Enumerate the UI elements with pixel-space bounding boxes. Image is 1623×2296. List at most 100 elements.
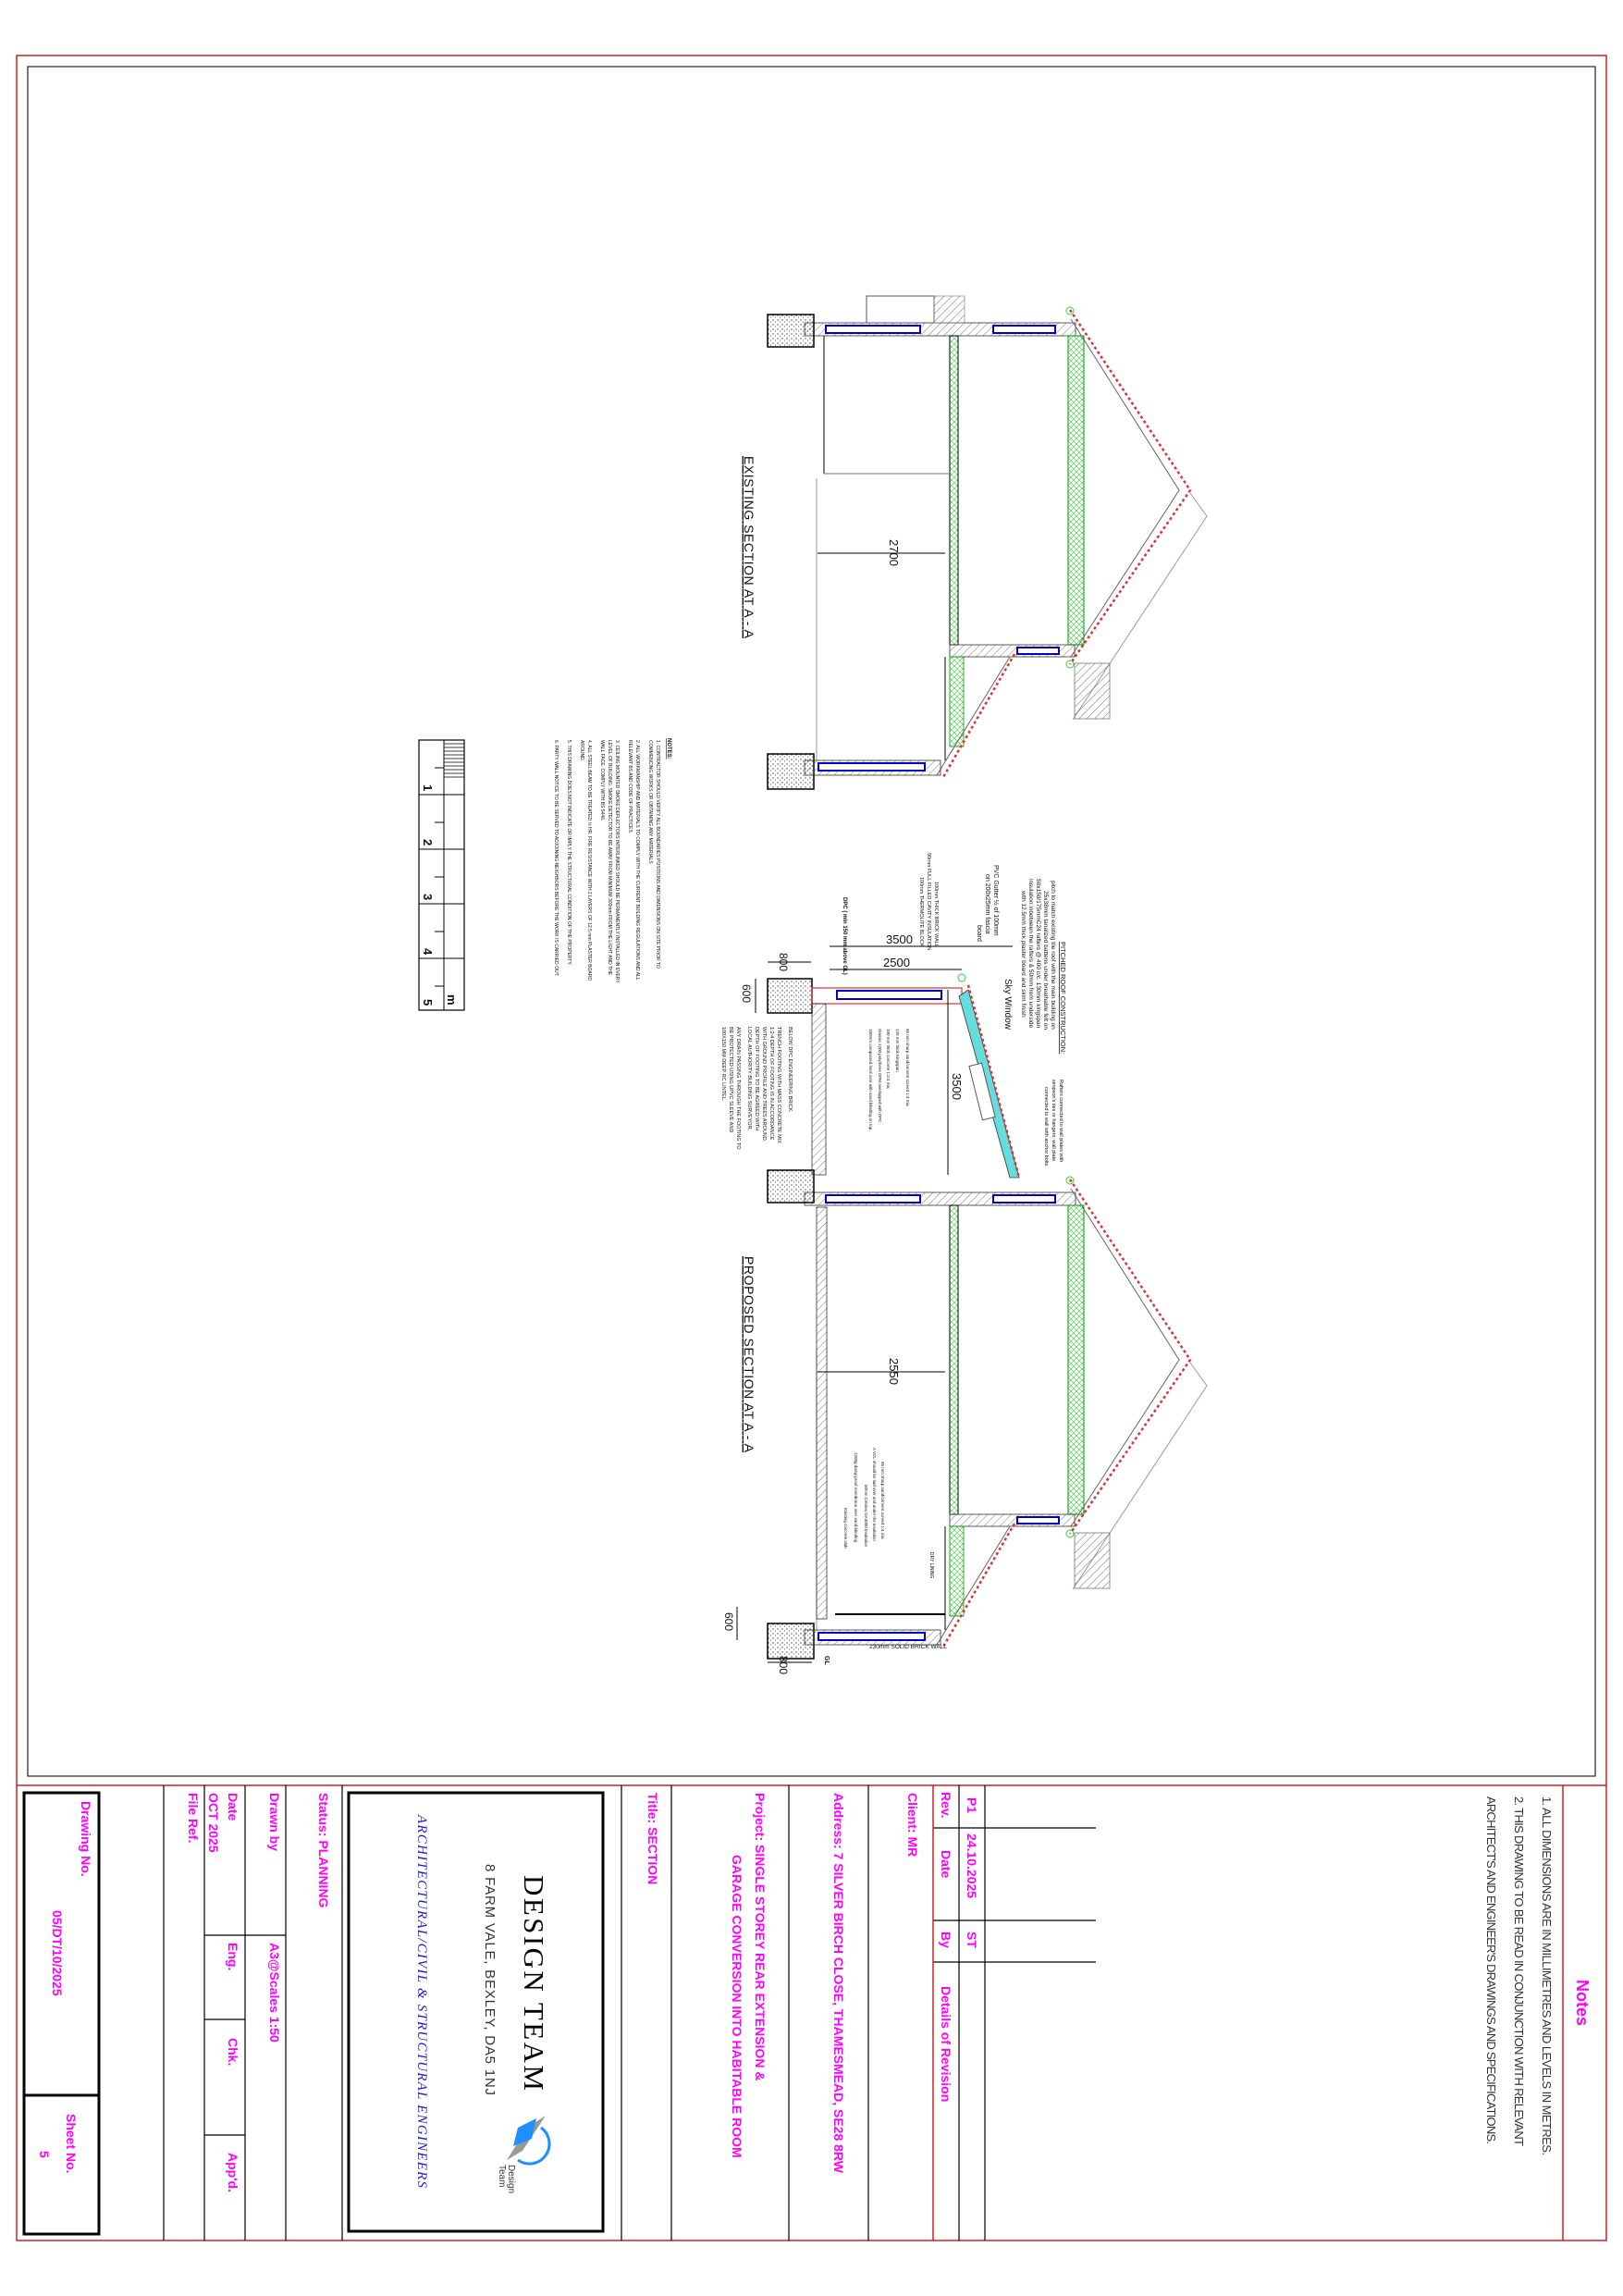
garage-layer: 65 mm sharp sand/cement screed 1:4 mix: [880, 1462, 885, 1540]
proposed-section-title: PROPOSED SECTION AT A - A: [742, 1256, 756, 1453]
drawing-no-value: 05/DT/10/2025: [50, 1910, 65, 1996]
company-name: DESIGN TEAM: [518, 1875, 550, 2091]
notes-heading: NOTES:: [666, 738, 671, 759]
title-label: Title: SECTION: [646, 1793, 660, 1884]
existing-section: 2700 EXISTING SECTION AT A - A: [742, 295, 1209, 791]
gl-label: GL: [823, 1656, 830, 1665]
notes-panel-line: 1. ALL DIMENSIONS ARE IN MILLIMETRES AND…: [1540, 1796, 1554, 2155]
notes-panel-line: 2. THIS DRAWING TO BE READ IN CONJUNCTIO…: [1512, 1796, 1526, 2146]
dpc-label: DPC ( min 150 mm above GL): [842, 897, 847, 975]
file-ref-label: File Ref.: [186, 1793, 201, 1843]
drain-note: 100X150 MM DEEP RC LINTEL.: [720, 1027, 726, 1102]
dim-ext-inner: 2500: [883, 956, 910, 969]
garage-layer: A VCL should be laid over and under the …: [872, 1448, 877, 1541]
date-label: Date: [226, 1793, 240, 1821]
eng-label: Eng.: [226, 1943, 240, 1970]
notes-panel-title: Notes: [1573, 1980, 1592, 2026]
notes-panel-line: ARCHITECT'S AND ENGINEER'S DRAWINGS AND …: [1484, 1796, 1498, 2144]
trench-note: TRENCH FOOTING WITH MASS CONCRETE MIX: [776, 1027, 781, 1143]
client-label: Client: MR: [905, 1793, 920, 1857]
floor-layer: 150mm compacted hard core with sand blin…: [868, 1029, 873, 1131]
note-line: 1. CONTRACTOR SHOULD VERIFY ALL BOUNDARI…: [655, 740, 660, 969]
scale-value: A3@Scales 1:50: [267, 1943, 282, 2043]
drawing-no-label: Drawing No.: [79, 1801, 93, 1877]
date-header: Date: [939, 1850, 953, 1879]
general-notes: NOTES: 1. CONTRACTOR SHOULD VERIFY ALL B…: [553, 738, 671, 983]
gutter-note: board: [976, 925, 982, 942]
scale-label: 2: [421, 839, 435, 846]
dimension-height: 2700: [887, 539, 901, 566]
trench-note: LOCAL AUTHORITY BUILDING SURVEYOR.: [746, 1027, 752, 1131]
floor-layer: 65 mm sharp sand/cement screed 1:4 mix: [905, 1029, 910, 1107]
wall-layer: 90mm FULL FILLED CAVITY INSULATION: [926, 853, 931, 950]
sky-window: [968, 1062, 996, 1121]
note-line: WALL FACE. COMPLY WITH BS 5446.: [599, 740, 605, 821]
by-header: By: [939, 1932, 953, 1948]
existing-section-title: EXISTING SECTION AT A - A: [742, 456, 756, 639]
sheet-no-value: 5: [37, 2151, 52, 2158]
company-box: [347, 1791, 605, 2233]
trench-note: WITH GROUND PROFILE AND TREES AROUND.: [761, 1027, 767, 1142]
drawn-by-label: Drawn by: [267, 1793, 282, 1851]
revision-rev: P1: [965, 1797, 979, 1813]
revision-date: 24.10.2025: [965, 1833, 979, 1898]
note-line: RELEVANT BS AND CODE OF PRACTICES.: [627, 740, 633, 833]
dim-footing-width: 800: [777, 953, 790, 971]
roof-spec-line: 50x150/175mmC24 rafters @ 400 c/c. 130mm…: [1035, 879, 1041, 1029]
status-label: Status: PLANNING: [316, 1793, 331, 1908]
company-address: 8 FARM VALE, BEXLEY, DA5 1NJ: [482, 1864, 498, 2095]
dim-front-footing-depth: 600: [722, 1612, 735, 1631]
rafters-note: Rafters connected to wall plates with: [1058, 1080, 1064, 1162]
rafters-note: connected to wall with anchor bolts.: [1043, 1087, 1049, 1167]
project-label-line2: GARAGE CONVERSION INTO HABITABLE ROOM: [730, 1855, 744, 2158]
note-line: 5. THIS DRAWING DOES NOT INDICATE OR IMP…: [566, 740, 572, 966]
sky-window-label: Sky Window: [1002, 979, 1013, 1031]
scale-label: 4: [421, 948, 435, 956]
dim-ext-overall: 3500: [886, 932, 913, 946]
chk-label: Chk.: [226, 2038, 240, 2066]
garage-layer: Existing concrete slab: [843, 1508, 848, 1549]
proposed-section: 3500 2500 3500 800 600 PITCHED ROOF CONS…: [720, 853, 1209, 1674]
company-logo-icon: Design Team: [497, 2116, 551, 2193]
floor-layer: Glassic 1200 polythene DPM overlapped wi…: [878, 1029, 882, 1123]
dim-front-footing-width: 800: [777, 1656, 790, 1674]
scale-label: 1: [421, 784, 435, 791]
details-header: Details of Revision: [939, 1986, 953, 2102]
drain-note: ANY DRAIN PASSING THROUGH THE FOOTING TO: [735, 1027, 741, 1150]
note-line: 3. CEILING MOUNTED SMOKE DEFLECTORS INTE…: [614, 740, 620, 983]
roof-spec-line: insulation inbetween the rafters & 50mm …: [1027, 879, 1034, 1029]
company-tagline: ARCHITECTURAL/CIVIL & STRUCTURAL ENGINEE…: [414, 1814, 429, 2189]
sheet-no-label: Sheet No.: [64, 2114, 79, 2174]
note-line: 4. ALL STEEL BEAM TO BE TREATED ½ HR. FI…: [586, 740, 593, 981]
address-label: Address: 7 SILVER BIRCH CLOSE, THAMESMEA…: [831, 1793, 846, 2174]
roof-spec-line: with 12.5mm thick plaster board and skim…: [1020, 890, 1027, 1018]
dim-ext-depth: 3500: [950, 1073, 964, 1100]
scale-bar: 1 2 3 4 5 m: [418, 739, 465, 1011]
garage-layer: 50mm Celotex GA4000 insulation: [864, 1485, 868, 1548]
roof-heading: PITCHED ROOF CONSTRUCTION:: [1059, 942, 1067, 1054]
scale-label: 3: [421, 894, 435, 900]
rafters-note: simpson's ties or hangers; wall plate: [1051, 1080, 1056, 1161]
note-line: AROUND.: [579, 740, 584, 761]
gutter-note: PVC Gutter ½ of 100mm: [992, 865, 1000, 936]
revision-by: ST: [965, 1932, 979, 1948]
scale-label: 5: [421, 999, 435, 1006]
wall-layer: 100mm THICK BRICK WALL: [933, 882, 939, 947]
dry-lining-label: DRY LINING: [928, 1552, 934, 1579]
appd-label: App'd.: [226, 2153, 240, 2192]
logo-text: Team: [497, 2165, 507, 2187]
roof-spec-line: 25x38mm tanalized battens under breathab…: [1042, 891, 1049, 1030]
trench-note: DEPTH OF FOOTING TO BE AGREED WITH: [754, 1027, 759, 1130]
project-label: Project: SINGLE STOREY REAR EXTENSION &: [753, 1793, 768, 2080]
note-line: 2. ALL WORKMANSHIP AND MATERIALS TO COMP…: [634, 740, 640, 981]
solid-wall-label: 230mm SOLID BRICK WALL: [869, 1644, 947, 1650]
outer-border: [16, 55, 1607, 2241]
drain-note: BE PROTECTED USING UPVC SLEEVE AND: [728, 1027, 733, 1132]
rev-header: Rev.: [939, 1792, 953, 1819]
below-dpc-note: BELOW DPC ENGINEERING BRICK.: [787, 1027, 793, 1113]
drawing-frame: [27, 66, 1596, 1777]
wall-layer: 100mm THERMOLITE BLOCK: [918, 877, 924, 947]
garage-layer: 1200g damp proof membrane over sand blin…: [854, 1452, 858, 1543]
note-line: 6. PARTY WALL NOTICE TO BE SERVED TO ADJ…: [553, 740, 559, 977]
note-line: LEVEL OF BUILDING. SMOKE DETECTOR TO BE …: [607, 740, 612, 976]
